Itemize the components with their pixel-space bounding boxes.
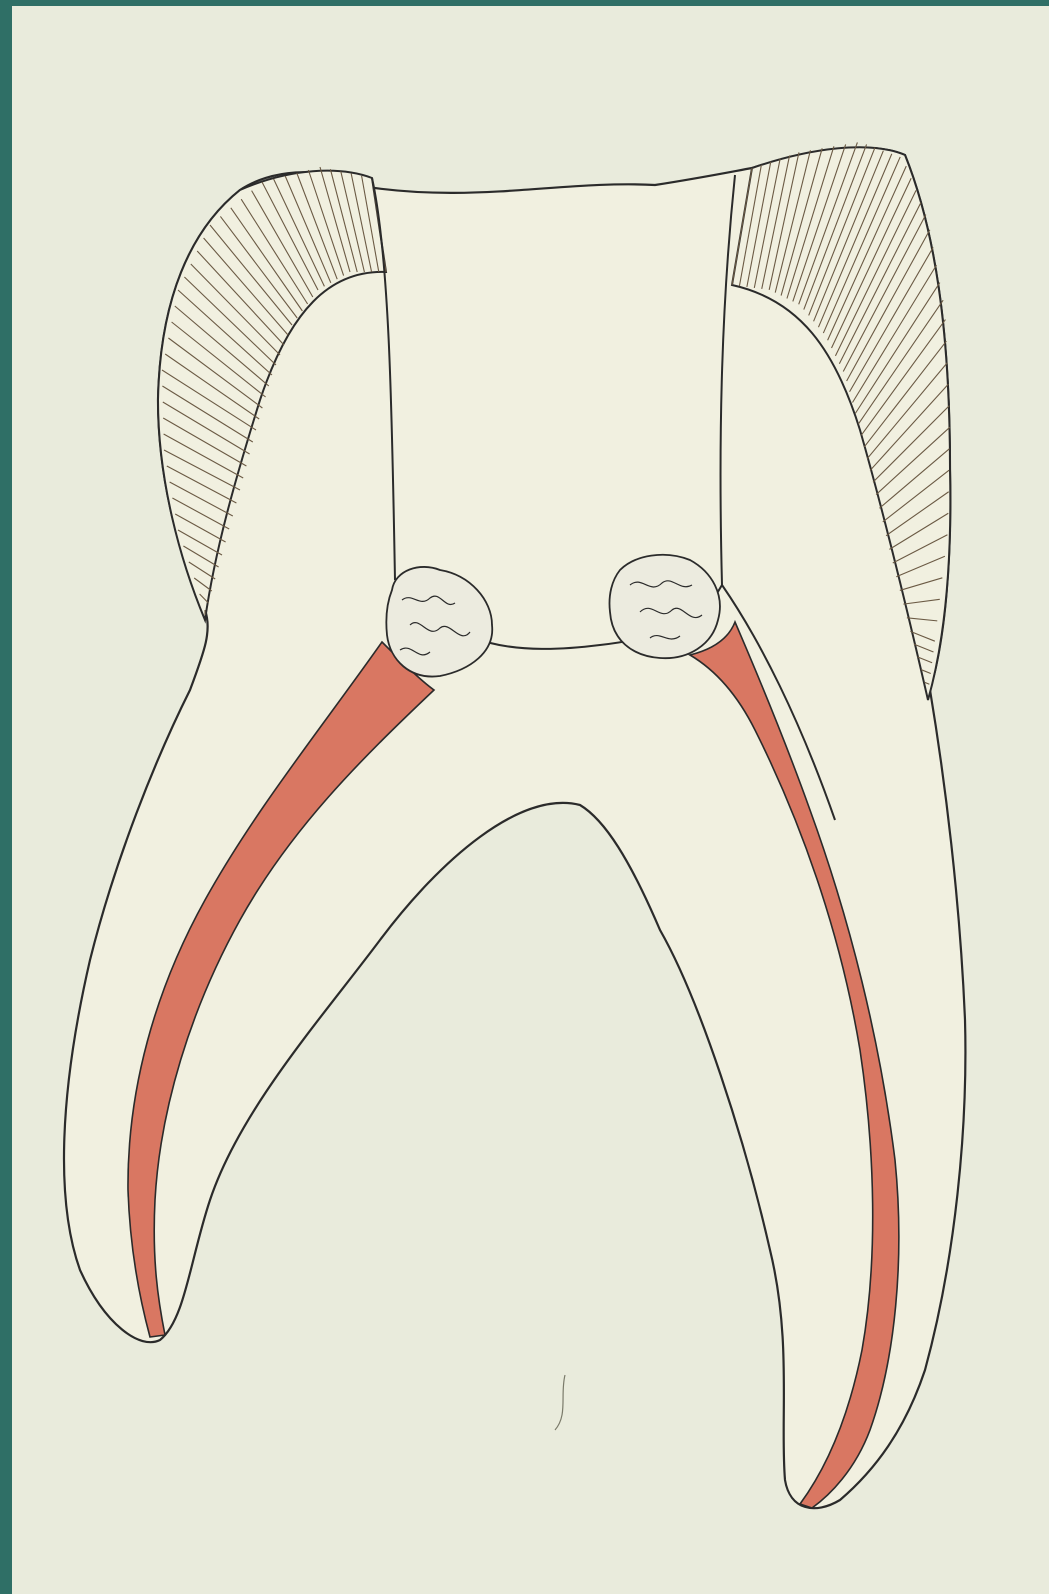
pulp-stone-right [609,555,719,658]
slide-left-border [0,0,12,1594]
slide-top-border [0,0,1049,6]
